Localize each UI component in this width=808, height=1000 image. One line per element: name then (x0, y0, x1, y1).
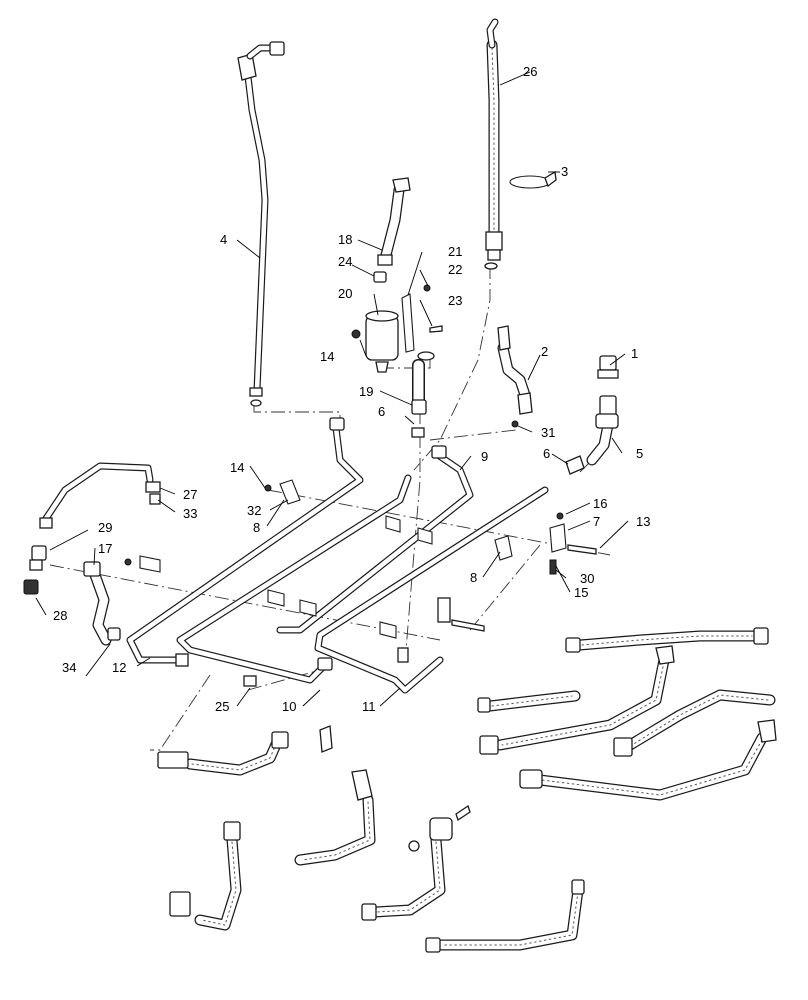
callout-13: 13 (636, 514, 650, 529)
callout-27: 27 (183, 487, 197, 502)
clips (124, 479, 597, 639)
callout-25: 25 (215, 699, 229, 714)
callout-30: 30 (580, 571, 594, 586)
callout-16: 16 (593, 496, 607, 511)
callout-31: 31 (541, 425, 555, 440)
hose-17 (83, 561, 121, 646)
callout-19: 19 (359, 384, 373, 399)
callout-21: 21 (448, 244, 462, 259)
callout-6a: 6 (543, 446, 550, 461)
hose-5 (565, 355, 619, 475)
callout-14a: 14 (230, 460, 244, 475)
callout-3: 3 (561, 164, 568, 179)
callout-24: 24 (338, 254, 352, 269)
callout-6b: 6 (378, 404, 385, 419)
callout-5: 5 (636, 446, 643, 461)
callout-11: 11 (362, 699, 376, 714)
callout-15: 15 (574, 585, 588, 600)
callout-17: 17 (98, 541, 112, 556)
callout-labels: 1 3 2 4 5 6 6 7 8 8 9 10 11 12 13 14 14 … (53, 64, 650, 714)
callout-26: 26 (523, 64, 537, 79)
callout-18: 18 (338, 232, 352, 247)
callout-12: 12 (112, 660, 126, 675)
fittings-28-29 (23, 545, 47, 595)
callout-2: 2 (541, 344, 548, 359)
loose-hoses (157, 627, 777, 953)
callout-20: 20 (338, 286, 352, 301)
callout-14b: 14 (320, 349, 334, 364)
steel-tubes (126, 417, 549, 694)
callout-34: 34 (62, 660, 76, 675)
hose-2 (497, 325, 533, 428)
callout-9: 9 (481, 449, 488, 464)
clamp-3 (509, 170, 557, 189)
callout-22: 22 (448, 262, 462, 277)
callout-4: 4 (220, 232, 227, 247)
callout-33: 33 (183, 506, 197, 521)
callout-8a: 8 (253, 520, 260, 535)
callout-32: 32 (247, 503, 261, 518)
callout-10: 10 (282, 699, 296, 714)
callout-1: 1 (631, 346, 638, 361)
leader-lines (35, 71, 629, 707)
callout-23: 23 (448, 293, 462, 308)
tube-27 (39, 462, 161, 529)
callout-28: 28 (53, 608, 67, 623)
center-lines (49, 265, 611, 751)
callout-8b: 8 (470, 570, 477, 585)
tube-4 (237, 41, 285, 407)
hose-26 (484, 18, 503, 270)
filter-assembly (351, 177, 443, 438)
callout-7: 7 (593, 514, 600, 529)
callout-29: 29 (98, 520, 112, 535)
